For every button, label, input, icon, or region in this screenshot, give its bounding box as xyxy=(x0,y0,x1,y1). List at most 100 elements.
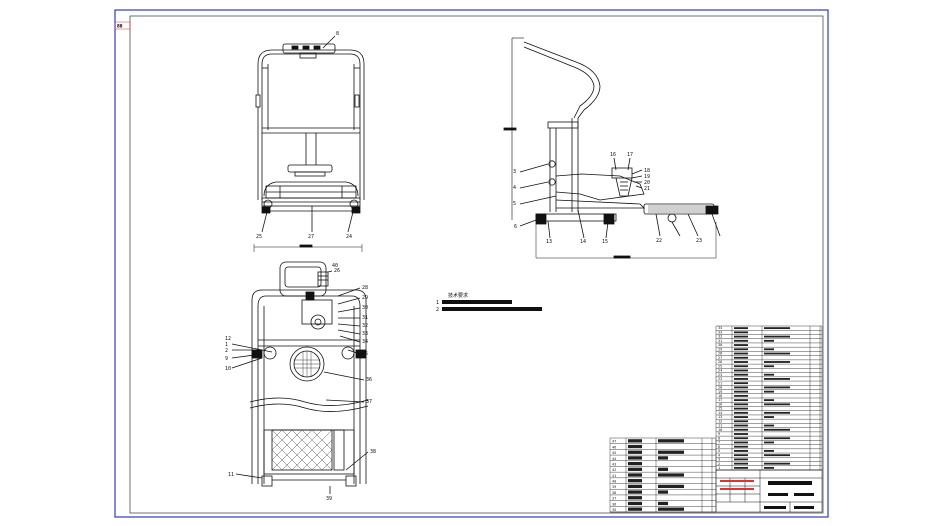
right-table-row-name xyxy=(734,454,748,457)
right-table-row-name xyxy=(734,450,748,452)
right-table-row-name xyxy=(734,424,748,427)
right-table-row-name xyxy=(734,348,748,351)
callout-38: 38 xyxy=(370,449,376,455)
callout-33: 33 xyxy=(362,331,368,337)
callout-1: 1 xyxy=(225,342,228,348)
right-table-row-name xyxy=(734,344,748,346)
right-table-row-spec xyxy=(764,348,774,351)
callout-32: 32 xyxy=(362,323,368,329)
right-table-row-spec xyxy=(764,352,790,355)
callout-16: 16 xyxy=(610,152,616,158)
corner-tag-box xyxy=(114,21,131,30)
left-table-row-spec xyxy=(658,490,668,494)
callout-19: 19 xyxy=(644,174,650,180)
left-table-row-number: 35 xyxy=(612,508,616,512)
right-table-row-number: 16 xyxy=(718,402,722,406)
left-table-row-spec xyxy=(658,456,668,460)
right-table-row-name xyxy=(734,441,748,444)
right-table-row-number: 28 xyxy=(718,352,722,356)
right-table-row-name xyxy=(734,462,748,465)
callout-14: 14 xyxy=(580,239,586,245)
notes-item-1: 1 xyxy=(436,300,439,306)
right-table-row-spec xyxy=(764,450,774,452)
right-table-row-name xyxy=(734,369,748,372)
left-table-row-name xyxy=(628,461,642,466)
right-table-row-name xyxy=(734,373,748,376)
sheet-inner-border xyxy=(129,15,824,514)
right-table-row-name xyxy=(734,407,748,410)
callout-25: 25 xyxy=(256,234,262,240)
left-table-row-spec xyxy=(658,507,684,511)
callout-10: 10 xyxy=(225,366,231,372)
right-table-row-number: 32 xyxy=(718,335,722,339)
callout-20: 20 xyxy=(644,180,650,186)
left-table-row-number: 46 xyxy=(612,445,616,449)
right-table-row-number: 8 xyxy=(718,436,720,440)
right-table-row-spec xyxy=(764,403,790,406)
left-table-row-spec xyxy=(658,439,684,443)
right-table-row-number: 2 xyxy=(718,462,720,466)
technical-notes: 技术要求 1 2 xyxy=(436,292,542,313)
right-table-row-number: 30 xyxy=(718,343,722,347)
right-table-row-name xyxy=(734,466,748,469)
callout-9: 9 xyxy=(225,356,228,362)
left-table-row-number: 41 xyxy=(612,474,616,478)
callout-31: 31 xyxy=(362,315,368,321)
right-table-row-spec xyxy=(764,335,790,338)
right-table-row-spec xyxy=(764,373,774,376)
corner-tag: 88 xyxy=(117,24,123,29)
right-table-row-spec xyxy=(764,378,790,380)
right-table-row-number: 11 xyxy=(718,424,722,428)
callout-37: 37 xyxy=(366,399,372,405)
callout-29: 29 xyxy=(362,295,368,301)
right-table-row-number: 26 xyxy=(718,360,722,364)
left-table-row-name xyxy=(628,507,642,511)
callout-39: 39 xyxy=(326,496,332,502)
right-table-row-name xyxy=(734,386,748,389)
callout-36: 36 xyxy=(366,377,372,383)
left-table-row-spec xyxy=(658,473,684,477)
left-table-row-number: 37 xyxy=(612,497,616,501)
callout-30: 30 xyxy=(362,305,368,311)
right-table-row-spec xyxy=(764,437,790,440)
right-table-row-number: 24 xyxy=(718,369,722,373)
right-table-row-name xyxy=(734,335,748,338)
callout-21: 21 xyxy=(644,186,650,192)
right-table-row-number: 29 xyxy=(718,347,722,351)
right-table-row-number: 31 xyxy=(718,339,722,343)
callout-26: 26 xyxy=(334,268,340,274)
right-table-row-name xyxy=(734,403,748,406)
right-table-row-spec xyxy=(764,339,774,342)
right-table-row-spec xyxy=(764,424,774,427)
left-table-row-number: 39 xyxy=(612,485,616,489)
right-table-row-name xyxy=(734,445,748,448)
left-table-row-number: 38 xyxy=(612,491,616,495)
left-table-row-name xyxy=(628,450,642,454)
right-table-row-spec xyxy=(764,416,774,418)
left-table-row-number: 43 xyxy=(612,462,616,466)
callout-27: 27 xyxy=(308,234,314,240)
right-table-row-name xyxy=(734,411,748,414)
callout-4: 4 xyxy=(513,185,516,191)
left-table-row-spec xyxy=(658,450,684,454)
right-table-row-name xyxy=(734,416,748,418)
left-table-row-spec xyxy=(658,484,684,489)
left-table-row-number: 42 xyxy=(612,468,616,472)
title-block xyxy=(715,469,823,513)
callout-34: 34 xyxy=(362,339,368,345)
right-table-row-number: 22 xyxy=(718,377,722,381)
parts-table-right: 3433323130292827262524232221201918171615… xyxy=(715,325,823,471)
right-table-row-number: 6 xyxy=(718,445,720,449)
right-table-row-name xyxy=(734,433,748,435)
callout-40: 40 xyxy=(332,263,338,269)
left-table-row-name xyxy=(628,439,642,443)
callout-13: 13 xyxy=(546,239,552,245)
right-table-row-name xyxy=(734,339,748,342)
right-table-row-name xyxy=(734,394,748,397)
callout-15: 15 xyxy=(602,239,608,245)
left-table-row-name xyxy=(628,456,642,460)
right-table-row-name xyxy=(734,437,748,440)
left-table-row-name xyxy=(628,496,642,500)
